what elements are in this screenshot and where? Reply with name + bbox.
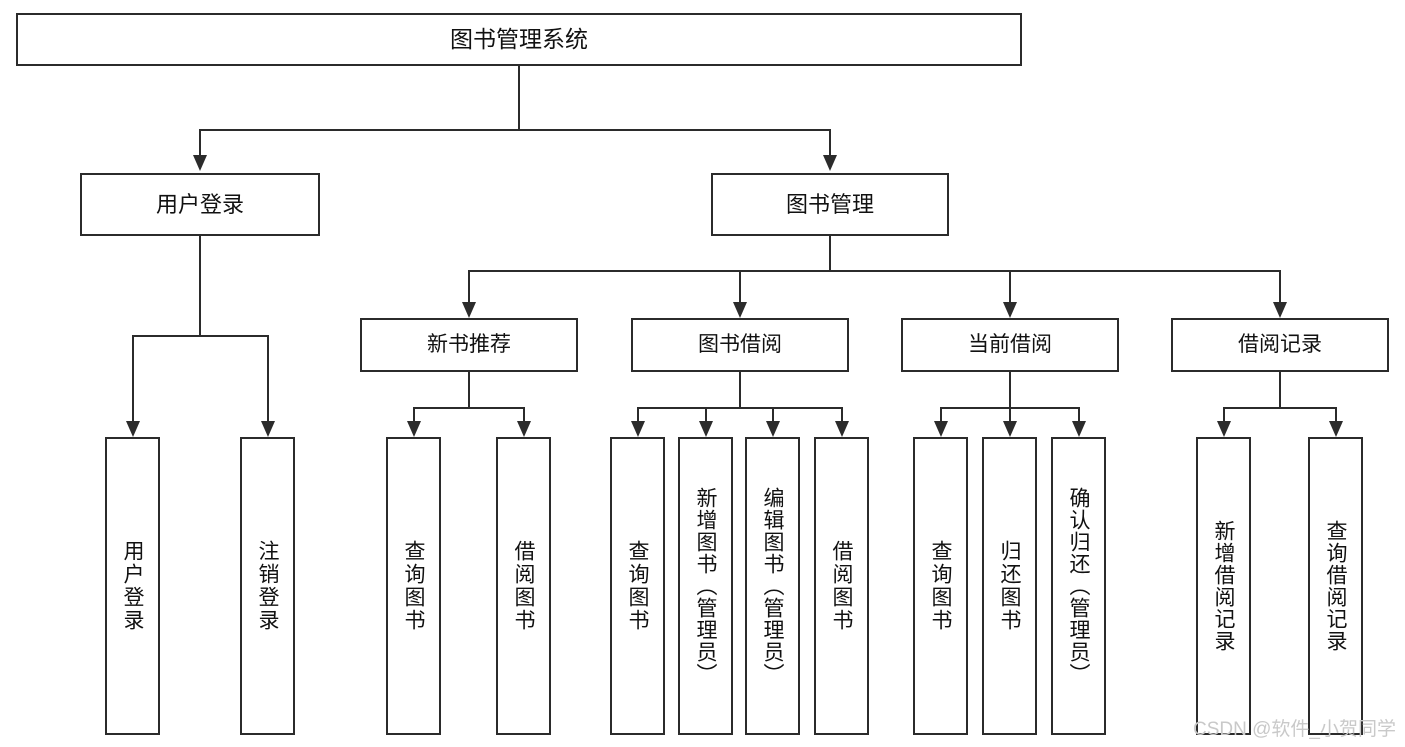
leaf-bookborrow-borrow-book[interactable]: 借阅图书 — [814, 437, 869, 735]
watermark-text: CSDN @软件_小贺同学 — [1193, 719, 1396, 740]
connector-bookborrow-drop-2 — [705, 407, 707, 421]
node-label: 当前借阅 — [968, 332, 1052, 356]
leaf-label: 用户登录 — [121, 540, 144, 632]
leaf-label: 归还图书 — [998, 540, 1021, 632]
node-label: 图书借阅 — [698, 332, 782, 356]
arrowhead-leaf-bb-1 — [631, 421, 645, 437]
arrowhead-leaf-logout — [261, 421, 275, 437]
leaf-label: 查询图书 — [626, 540, 649, 632]
connector-bookmgmt-stem — [829, 236, 831, 272]
node-label: 用户登录 — [155, 191, 244, 217]
node-book-borrow[interactable]: 图书借阅 — [631, 318, 849, 372]
connector-currentborrow-stem — [1009, 372, 1011, 408]
arrowhead-leaf-user-login — [126, 421, 140, 437]
arrowhead-to-borrow-record — [1273, 302, 1287, 318]
arrowhead-leaf-bb-3 — [766, 421, 780, 437]
connector-bookborrow-drop-1 — [637, 407, 639, 421]
leaf-label: 新增图书（管理员） — [694, 487, 717, 685]
connector-bookmgmt-drop-2 — [739, 270, 741, 302]
leaf-label: 编辑图书（管理员） — [761, 487, 784, 685]
arrowhead-leaf-bb-4 — [835, 421, 849, 437]
leaf-user-login[interactable]: 用户登录 — [105, 437, 160, 735]
connector-newbook-drop-2 — [523, 407, 525, 421]
arrowhead-leaf-cb-2 — [1003, 421, 1017, 437]
node-label: 图书管理系统 — [450, 25, 588, 52]
connector-newbook-bar — [413, 407, 525, 409]
leaf-borrowrecord-add-record[interactable]: 新增借阅记录 — [1196, 437, 1251, 735]
arrowhead-leaf-cb-3 — [1072, 421, 1086, 437]
leaf-bookborrow-query-book[interactable]: 查询图书 — [610, 437, 665, 735]
connector-root-bar — [199, 129, 831, 131]
connector-borrowrecord-bar — [1223, 407, 1337, 409]
node-new-book-recommend[interactable]: 新书推荐 — [360, 318, 578, 372]
node-current-borrow[interactable]: 当前借阅 — [901, 318, 1119, 372]
node-label: 借阅记录 — [1238, 332, 1322, 356]
leaf-label: 查询借阅记录 — [1324, 520, 1347, 652]
leaf-logout[interactable]: 注销登录 — [240, 437, 295, 735]
arrowhead-to-book-borrow — [733, 302, 747, 318]
leaf-label: 确认归还（管理员） — [1067, 487, 1090, 685]
connector-userlogin-stem — [199, 236, 201, 336]
leaf-label: 注销登录 — [256, 540, 279, 632]
connector-bookborrow-drop-4 — [841, 407, 843, 421]
connector-bookborrow-stem — [739, 372, 741, 408]
leaf-newbook-query-book[interactable]: 查询图书 — [386, 437, 441, 735]
connector-userlogin-drop-2 — [267, 335, 269, 421]
connector-bookborrow-drop-3 — [772, 407, 774, 421]
leaf-newbook-borrow-book[interactable]: 借阅图书 — [496, 437, 551, 735]
connector-bookmgmt-drop-3 — [1009, 270, 1011, 302]
arrowhead-leaf-nb-1 — [407, 421, 421, 437]
node-label: 新书推荐 — [427, 332, 511, 356]
connector-newbook-stem — [468, 372, 470, 408]
connector-root-stem — [518, 66, 520, 130]
leaf-currentborrow-query-book[interactable]: 查询图书 — [913, 437, 968, 735]
leaf-currentborrow-confirm-return-admin[interactable]: 确认归还（管理员） — [1051, 437, 1106, 735]
connector-root-to-userlogin — [199, 129, 201, 155]
leaf-label: 查询图书 — [929, 540, 952, 632]
arrowhead-to-new-book — [462, 302, 476, 318]
arrowhead-to-userlogin — [193, 155, 207, 171]
connector-currentborrow-drop-1 — [940, 407, 942, 421]
connector-currentborrow-drop-3 — [1078, 407, 1080, 421]
arrowhead-leaf-cb-1 — [934, 421, 948, 437]
leaf-label: 借阅图书 — [830, 540, 853, 632]
node-borrow-record[interactable]: 借阅记录 — [1171, 318, 1389, 372]
connector-bookmgmt-bar — [468, 270, 1280, 272]
node-root-system[interactable]: 图书管理系统 — [16, 13, 1022, 66]
arrowhead-to-bookmgmt — [823, 155, 837, 171]
connector-root-to-bookmgmt — [829, 129, 831, 155]
connector-newbook-drop-1 — [413, 407, 415, 421]
connector-borrowrecord-stem — [1279, 372, 1281, 408]
leaf-borrowrecord-query-record[interactable]: 查询借阅记录 — [1308, 437, 1363, 735]
node-user-login[interactable]: 用户登录 — [80, 173, 320, 236]
connector-bookborrow-bar — [637, 407, 843, 409]
arrowhead-leaf-bb-2 — [699, 421, 713, 437]
node-book-management[interactable]: 图书管理 — [711, 173, 949, 236]
leaf-label: 新增借阅记录 — [1212, 520, 1235, 652]
connector-bookmgmt-drop-1 — [468, 270, 470, 302]
arrowhead-leaf-br-1 — [1217, 421, 1231, 437]
leaf-label: 查询图书 — [402, 540, 425, 632]
connector-borrowrecord-drop-2 — [1335, 407, 1337, 421]
node-label: 图书管理 — [785, 191, 874, 217]
connector-currentborrow-drop-2 — [1009, 407, 1011, 421]
arrowhead-leaf-nb-2 — [517, 421, 531, 437]
connector-borrowrecord-drop-1 — [1223, 407, 1225, 421]
leaf-currentborrow-return-book[interactable]: 归还图书 — [982, 437, 1037, 735]
leaf-label: 借阅图书 — [512, 540, 535, 632]
arrowhead-leaf-br-2 — [1329, 421, 1343, 437]
leaf-bookborrow-add-book-admin[interactable]: 新增图书（管理员） — [678, 437, 733, 735]
connector-userlogin-bar — [132, 335, 268, 337]
arrowhead-to-current-borrow — [1003, 302, 1017, 318]
connector-userlogin-drop-1 — [132, 335, 134, 421]
connector-bookmgmt-drop-4 — [1279, 270, 1281, 302]
leaf-bookborrow-edit-book-admin[interactable]: 编辑图书（管理员） — [745, 437, 800, 735]
